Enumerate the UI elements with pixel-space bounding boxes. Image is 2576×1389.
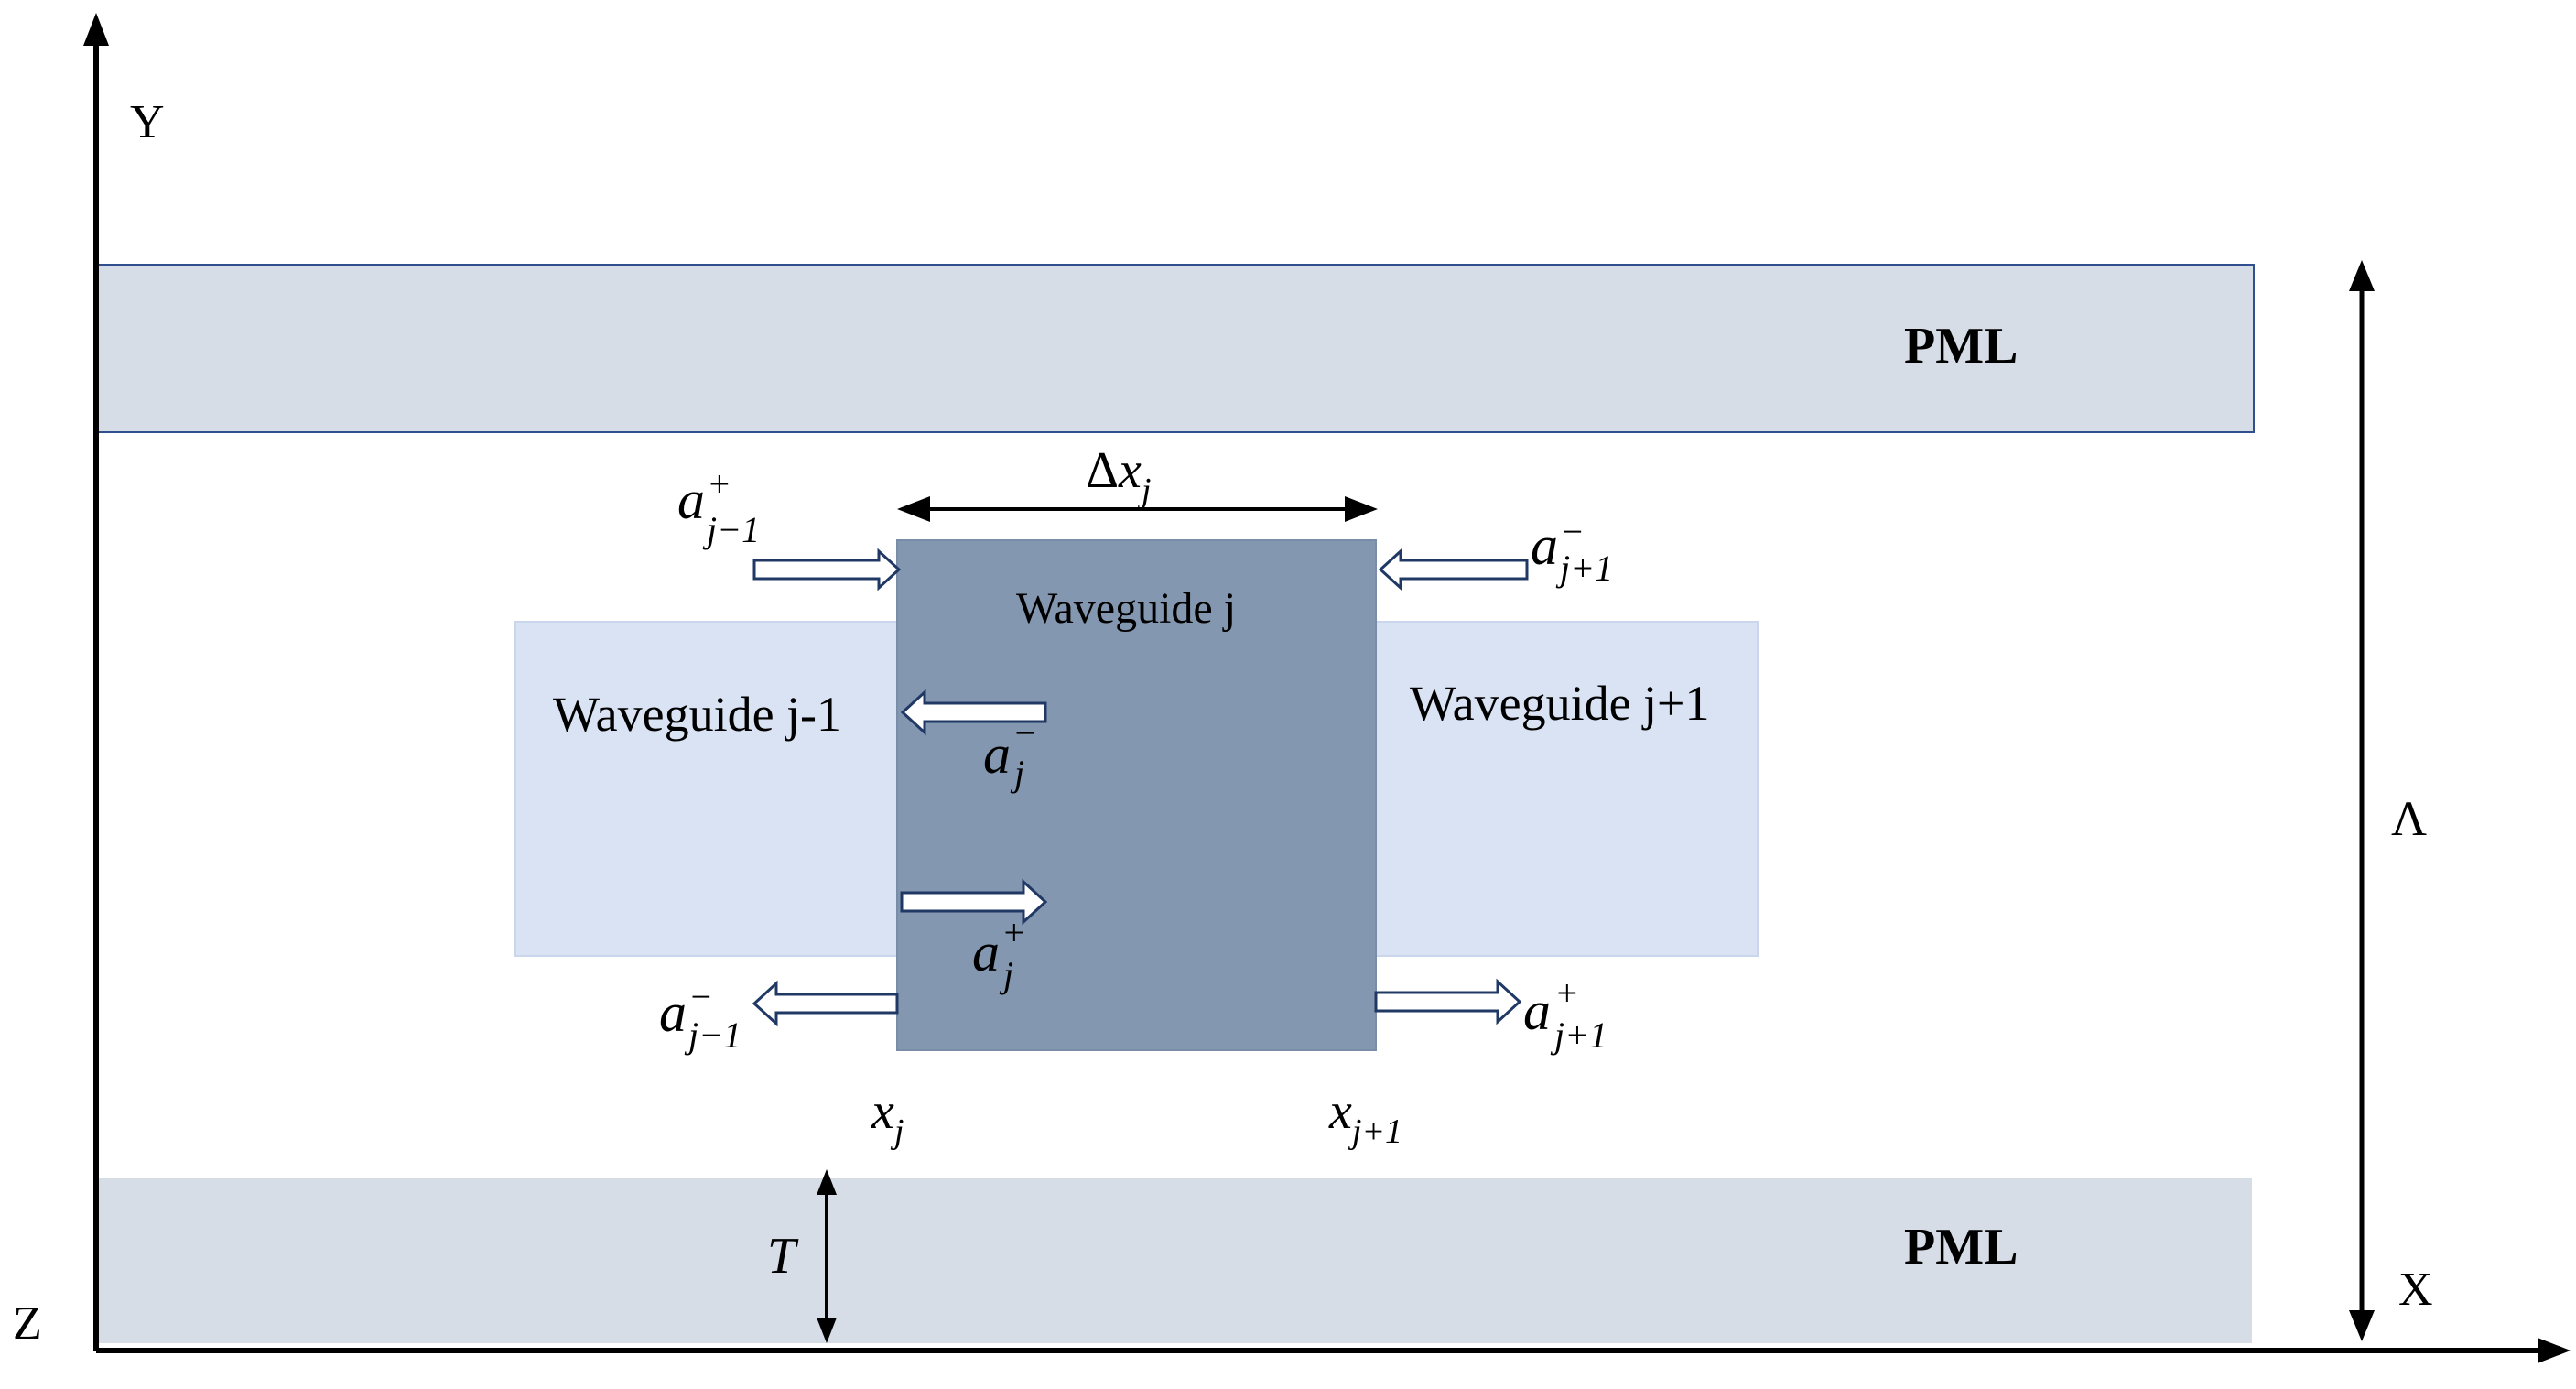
label-a-jm1-plus: a + j−1 bbox=[677, 463, 760, 550]
pml-bottom-label: PML bbox=[1904, 1219, 2018, 1275]
label-a-jp1-minus: a − j+1 bbox=[1531, 511, 1613, 589]
pml-top-label: PML bbox=[1904, 318, 2018, 374]
a-j-minus-sup: − bbox=[1012, 712, 1037, 754]
xj-base: x bbox=[871, 1083, 894, 1140]
label-a-j-minus: a − j bbox=[983, 712, 1037, 794]
label-a-j-plus: a + j bbox=[972, 912, 1026, 995]
arrow-a-j-minus bbox=[900, 689, 1047, 736]
a-j-plus-sub: j bbox=[999, 954, 1013, 995]
a-jm1-minus-sup: − bbox=[688, 976, 713, 1017]
thickness-arrow-bottom-head bbox=[817, 1318, 837, 1343]
a-jm1-minus-base: a bbox=[659, 982, 687, 1043]
width-label-delta: Δ bbox=[1086, 442, 1119, 499]
a-jp1-minus-sup: − bbox=[1560, 511, 1585, 552]
xj1-label: xj+1 bbox=[1328, 1083, 1402, 1151]
waveguide-jp1-region bbox=[1372, 621, 1759, 957]
label-a-jp1-plus: a + j+1 bbox=[1523, 972, 1607, 1056]
width-label: Δxj bbox=[1086, 442, 1151, 510]
arrow-a-jm1-plus bbox=[752, 548, 902, 591]
x-axis-arrowhead bbox=[2538, 1338, 2571, 1363]
a-jm1-plus-sup: + bbox=[707, 463, 731, 505]
label-a-jm1-minus: a − j−1 bbox=[659, 976, 741, 1056]
width-arrow-right-head bbox=[1345, 496, 1378, 522]
a-jm1-plus-sub: j−1 bbox=[702, 509, 760, 550]
xj-label: xj bbox=[871, 1083, 904, 1151]
a-jp1-plus-base: a bbox=[1523, 981, 1551, 1041]
z-axis-label: Z bbox=[13, 1297, 42, 1350]
a-jm1-minus-sub: j−1 bbox=[684, 1015, 741, 1056]
a-jp1-plus-sup: + bbox=[1554, 972, 1579, 1014]
thickness-arrow-top-head bbox=[817, 1169, 837, 1195]
arrow-a-jm1-minus bbox=[752, 980, 899, 1027]
a-j-plus-sup: + bbox=[1001, 912, 1026, 953]
period-arrow-top-head bbox=[2349, 260, 2375, 291]
a-jp1-minus-base: a bbox=[1531, 515, 1558, 576]
y-axis-label: Y bbox=[130, 96, 165, 148]
a-j-plus-base: a bbox=[972, 922, 1000, 982]
period-label: Λ bbox=[2391, 791, 2427, 846]
width-arrow-left-head bbox=[897, 496, 930, 522]
width-label-base: x bbox=[1118, 442, 1142, 499]
a-j-minus-base: a bbox=[983, 724, 1011, 785]
y-axis-arrowhead bbox=[83, 13, 109, 46]
a-jp1-plus-sub: j+1 bbox=[1550, 1015, 1607, 1056]
waveguide-j-region bbox=[896, 539, 1377, 1051]
thickness-label: T bbox=[767, 1228, 799, 1285]
pml-bottom-region bbox=[96, 1178, 2252, 1343]
arrow-a-j-plus bbox=[900, 878, 1048, 926]
a-jp1-minus-sub: j+1 bbox=[1555, 548, 1613, 589]
arrow-a-jp1-plus bbox=[1374, 978, 1522, 1025]
period-arrow-bottom-head bbox=[2349, 1310, 2375, 1341]
a-j-minus-sub: j bbox=[1010, 753, 1024, 794]
x-axis-label: X bbox=[2398, 1264, 2433, 1316]
arrow-a-jp1-minus bbox=[1378, 548, 1529, 591]
pml-top-region bbox=[95, 264, 2255, 433]
waveguide-jm1-label: Waveguide j-1 bbox=[553, 687, 841, 742]
waveguide-jm1-region bbox=[514, 621, 901, 957]
xj1-sub: j+1 bbox=[1348, 1112, 1402, 1151]
a-jm1-plus-base: a bbox=[677, 470, 705, 530]
waveguide-jp1-label: Waveguide j+1 bbox=[1410, 676, 1710, 731]
xj1-base: x bbox=[1328, 1083, 1352, 1140]
waveguide-j-label: Waveguide j bbox=[1016, 584, 1236, 633]
